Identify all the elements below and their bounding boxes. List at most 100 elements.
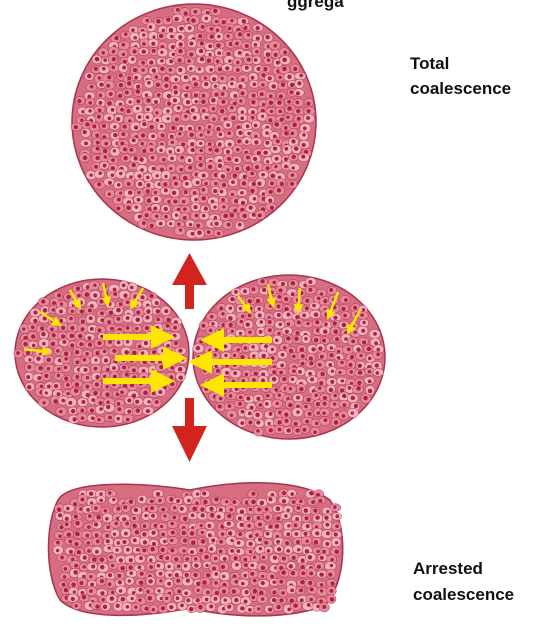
cell-nucleus [146, 590, 149, 593]
cell-nucleus [196, 181, 200, 185]
cell-nucleus [194, 563, 198, 567]
cell-nucleus [248, 411, 252, 415]
cell-nucleus [249, 206, 253, 210]
cell-nucleus [135, 205, 138, 208]
cell-nucleus [106, 534, 109, 537]
cell-nucleus [282, 556, 286, 560]
cell-nucleus [183, 207, 187, 211]
cell-nucleus [103, 350, 106, 353]
cell-nucleus [120, 566, 125, 571]
cell-nucleus [194, 557, 197, 560]
cell-nucleus [179, 375, 183, 379]
cell-nucleus [190, 142, 194, 146]
cell-nucleus [37, 376, 41, 380]
cell-nucleus [251, 76, 255, 80]
cell-nucleus [108, 340, 112, 344]
cell-nucleus [154, 342, 158, 346]
cell-nucleus [75, 604, 78, 607]
cell-nucleus [108, 416, 112, 420]
cell-nucleus [284, 165, 288, 169]
cell-nucleus [230, 82, 233, 85]
cell-nucleus [239, 332, 242, 335]
cell-nucleus [66, 392, 69, 395]
cell-nucleus [145, 93, 148, 96]
cell-nucleus [141, 142, 144, 145]
cell-nucleus [175, 214, 178, 217]
cell-nucleus [289, 387, 292, 390]
cell-nucleus [153, 206, 157, 210]
cell-nucleus [235, 158, 239, 162]
cell-nucleus [196, 355, 200, 359]
cell-nucleus [216, 43, 221, 48]
cell-nucleus [318, 346, 323, 351]
cell-nucleus [329, 388, 333, 392]
cell-nucleus [191, 148, 195, 152]
cell-nucleus [354, 404, 358, 408]
cell-nucleus [263, 67, 267, 71]
cell-nucleus [212, 567, 216, 571]
cell-nucleus [308, 412, 312, 416]
cell-nucleus [255, 413, 260, 418]
cell-nucleus [108, 582, 112, 586]
cell-nucleus [230, 19, 233, 22]
cell-nucleus [280, 117, 284, 121]
cell-nucleus [64, 588, 68, 592]
cell-nucleus [281, 353, 285, 357]
cell-nucleus [161, 133, 165, 137]
cell-nucleus [265, 35, 269, 39]
cell-nucleus [151, 369, 154, 372]
cell-nucleus [133, 538, 137, 542]
cell-nucleus [168, 150, 171, 153]
cell-nucleus [207, 130, 210, 133]
cell-nucleus [137, 198, 141, 202]
cell-nucleus [255, 533, 258, 536]
cell-nucleus [161, 548, 165, 552]
cell-nucleus [289, 564, 293, 568]
cell-nucleus [270, 206, 274, 210]
cell-nucleus [110, 596, 115, 601]
cell-nucleus [151, 42, 155, 46]
cell-nucleus [108, 193, 111, 196]
cell-nucleus [113, 149, 116, 152]
cell-nucleus [97, 115, 101, 119]
cell-nucleus [94, 522, 98, 526]
cell-nucleus [106, 525, 110, 529]
cell-nucleus [214, 93, 218, 97]
cell-nucleus [116, 117, 120, 121]
cell-nucleus [257, 607, 260, 610]
cell-nucleus [291, 173, 294, 176]
cell-nucleus [295, 101, 299, 105]
cell-nucleus [146, 309, 150, 313]
cell-nucleus [199, 142, 202, 145]
cell-nucleus [251, 500, 256, 505]
cell-nucleus [226, 123, 230, 127]
cell-nucleus [331, 370, 334, 373]
cell-nucleus [146, 115, 150, 119]
cell-nucleus [113, 533, 116, 536]
cell-nucleus [323, 329, 327, 333]
cell-nucleus [214, 84, 217, 87]
cell-nucleus [154, 100, 158, 104]
cell-nucleus [95, 375, 99, 379]
cell-nucleus [308, 555, 312, 559]
cell-nucleus [275, 524, 279, 528]
cell-nucleus [221, 100, 225, 104]
cell-nucleus [51, 342, 55, 346]
cell-nucleus [64, 376, 68, 380]
cell-nucleus [88, 308, 92, 312]
cell-nucleus [22, 327, 25, 330]
cell-nucleus [216, 369, 220, 373]
cell-nucleus [99, 492, 102, 495]
cell-nucleus [257, 507, 261, 511]
cell-nucleus [250, 189, 255, 194]
cell-nucleus [297, 506, 301, 510]
cell-nucleus [324, 418, 328, 422]
cell-nucleus [214, 497, 218, 501]
total-coalescence-label-line1: Total [410, 53, 449, 75]
cell-nucleus [277, 420, 281, 424]
cell-nucleus [247, 524, 251, 528]
cell-nucleus [231, 330, 234, 333]
cell-nucleus [247, 58, 251, 62]
cell-nucleus [31, 325, 35, 329]
cell-nucleus [218, 164, 222, 168]
